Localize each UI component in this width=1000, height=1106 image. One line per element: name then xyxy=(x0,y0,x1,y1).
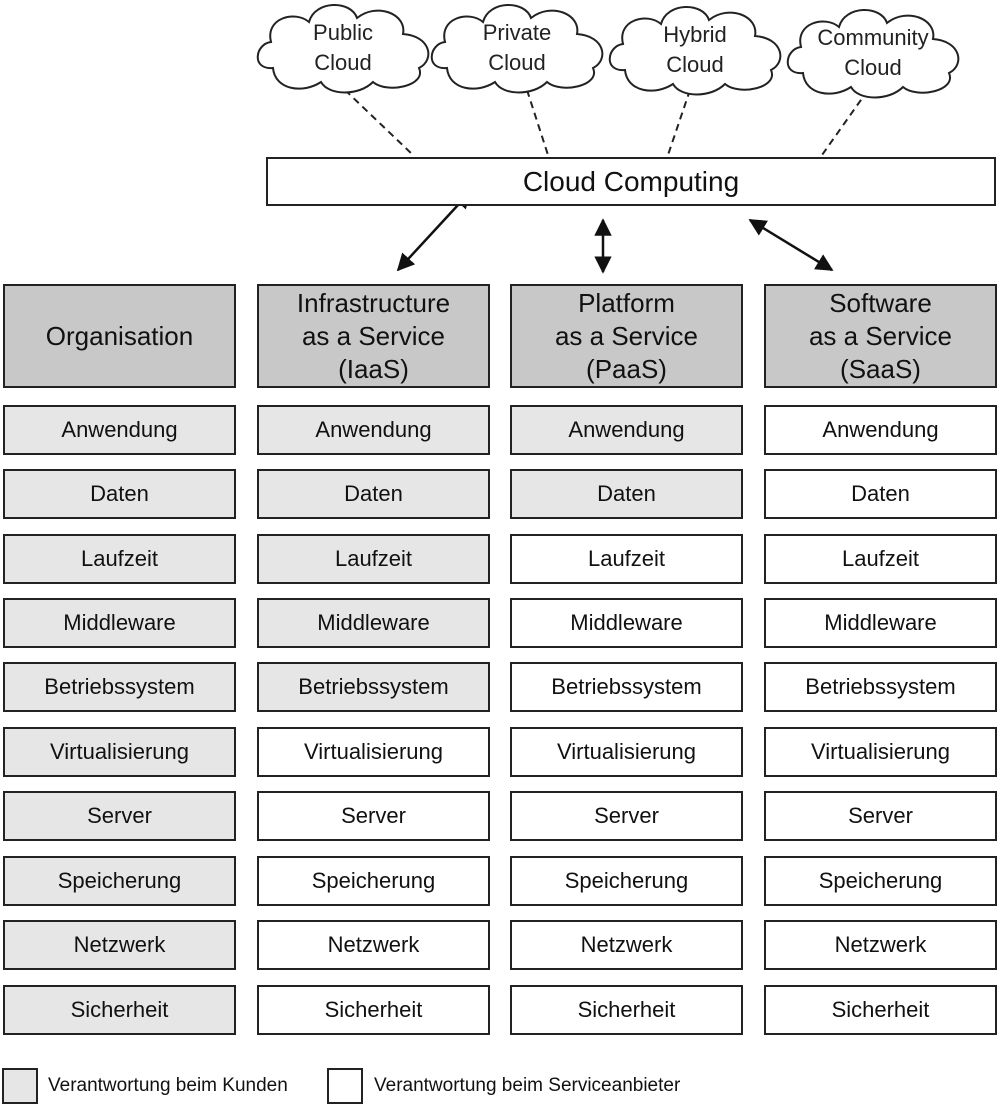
layer-cell-organisation: Server xyxy=(3,791,236,841)
layer-cell-iaas: Sicherheit xyxy=(257,985,490,1035)
layer-cell-iaas: Netzwerk xyxy=(257,920,490,970)
layer-cell-saas: Middleware xyxy=(764,598,997,648)
layer-cell-iaas: Virtualisierung xyxy=(257,727,490,777)
private-cloud-label-line: Private xyxy=(482,20,552,45)
column-header-line: (IaaS) xyxy=(338,353,409,384)
community-cloud-label-line: Community xyxy=(817,25,929,50)
layer-cell-saas: Betriebssystem xyxy=(764,662,997,712)
hybrid-cloud-label-line: Hybrid xyxy=(663,22,727,47)
column-header-line: as a Service xyxy=(554,320,699,351)
layer-cell-organisation: Laufzeit xyxy=(3,534,236,584)
public-cloud-shape xyxy=(256,4,430,94)
layer-cell-saas: Anwendung xyxy=(764,405,997,455)
arrow-saas xyxy=(748,218,834,272)
layer-cell-saas: Server xyxy=(764,791,997,841)
private-cloud-shape xyxy=(430,4,604,94)
layer-cell-iaas: Speicherung xyxy=(257,856,490,906)
layer-cell-saas: Virtualisierung xyxy=(764,727,997,777)
layer-cell-paas: Laufzeit xyxy=(510,534,743,584)
layer-cell-saas: Sicherheit xyxy=(764,985,997,1035)
cloud-computing-box: Cloud Computing xyxy=(266,157,996,206)
layer-cell-paas: Betriebssystem xyxy=(510,662,743,712)
public-cloud-label-line: Public xyxy=(313,20,373,45)
private-cloud-label-line: Cloud xyxy=(488,50,546,75)
layer-cell-organisation: Betriebssystem xyxy=(3,662,236,712)
connector-hybrid-cloud xyxy=(667,89,691,156)
layer-cell-saas: Netzwerk xyxy=(764,920,997,970)
column-header-line: (SaaS) xyxy=(840,353,921,384)
layer-cell-paas: Anwendung xyxy=(510,405,743,455)
legend-label-customer: Verantwortung beim Kunden xyxy=(48,1075,288,1096)
layer-cell-organisation: Anwendung xyxy=(3,405,236,455)
layer-cell-paas: Middleware xyxy=(510,598,743,648)
layer-cell-organisation: Speicherung xyxy=(3,856,236,906)
column-header-line: Organisation xyxy=(45,320,194,351)
column-header-line: Infrastructure xyxy=(296,287,451,318)
layer-cell-iaas: Server xyxy=(257,791,490,841)
legend-label-provider: Verantwortung beim Serviceanbieter xyxy=(374,1075,681,1096)
layer-cell-saas: Speicherung xyxy=(764,856,997,906)
community-cloud-shape xyxy=(786,9,960,99)
layer-cell-organisation: Netzwerk xyxy=(3,920,236,970)
column-header-line: (PaaS) xyxy=(586,353,667,384)
layer-cell-iaas: Daten xyxy=(257,469,490,519)
layer-cell-organisation: Middleware xyxy=(3,598,236,648)
community-cloud-label-line: Cloud xyxy=(844,55,902,80)
legend-swatch-provider xyxy=(327,1068,363,1104)
column-header-line: Platform xyxy=(578,287,675,318)
public-cloud-label-line: Cloud xyxy=(314,50,372,75)
layer-cell-organisation: Sicherheit xyxy=(3,985,236,1035)
layer-cell-organisation: Virtualisierung xyxy=(3,727,236,777)
layer-cell-organisation: Daten xyxy=(3,469,236,519)
layer-cell-saas: Daten xyxy=(764,469,997,519)
connector-private-cloud xyxy=(526,89,549,156)
layer-cell-iaas: Betriebssystem xyxy=(257,662,490,712)
layer-cell-iaas: Anwendung xyxy=(257,405,490,455)
column-header-line: Software xyxy=(829,287,932,318)
layer-cell-paas: Netzwerk xyxy=(510,920,743,970)
connector-public-cloud xyxy=(344,89,414,156)
layer-cell-paas: Virtualisierung xyxy=(510,727,743,777)
layer-cell-paas: Speicherung xyxy=(510,856,743,906)
layer-cell-paas: Server xyxy=(510,791,743,841)
column-header-line: as a Service xyxy=(808,320,953,351)
layer-cell-paas: Sicherheit xyxy=(510,985,743,1035)
layer-cell-iaas: Middleware xyxy=(257,598,490,648)
cloud-computing-label: Cloud Computing xyxy=(522,165,740,197)
layer-cell-paas: Daten xyxy=(510,469,743,519)
connector-community-cloud xyxy=(821,89,869,156)
hybrid-cloud-shape xyxy=(608,6,782,96)
column-header-organisation: Organisation xyxy=(3,284,236,388)
layer-cell-iaas: Laufzeit xyxy=(257,534,490,584)
layer-cell-saas: Laufzeit xyxy=(764,534,997,584)
column-header-line: as a Service xyxy=(301,320,446,351)
legend-swatch-customer xyxy=(2,1068,38,1104)
hybrid-cloud-label-line: Cloud xyxy=(666,52,724,77)
